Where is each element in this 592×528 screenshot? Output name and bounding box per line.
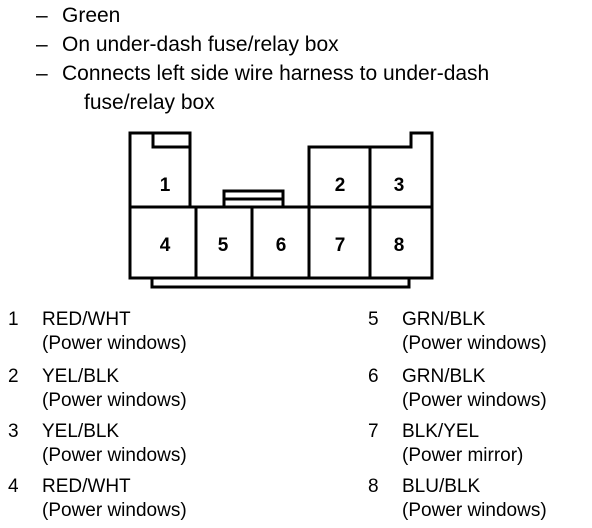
pin-description: (Power windows) (42, 390, 187, 411)
pin-wire-color: YEL/BLK (42, 421, 120, 442)
cavity-number-8: 8 (394, 235, 405, 256)
pin-wire-color: BLU/BLK (402, 476, 481, 497)
cavity-number-7: 7 (335, 235, 346, 256)
cavity-number-2: 2 (335, 175, 346, 196)
pin-number: 3 (8, 421, 19, 442)
cavity-number-4: 4 (160, 235, 171, 256)
pin-number: 5 (368, 309, 379, 330)
pin-wire-color: BLK/YEL (402, 421, 480, 442)
header-dash: – (36, 33, 48, 56)
pin-number: 6 (368, 366, 379, 387)
header-line-1: –Green (36, 4, 120, 28)
pin-description: (Power windows) (402, 333, 547, 354)
pin-number: 2 (8, 366, 19, 387)
pin-number: 4 (8, 476, 19, 497)
cavity-number-1: 1 (160, 175, 171, 196)
header-line-3: –Connects left side wire harness to unde… (36, 62, 489, 86)
pin-description: (Power windows) (402, 390, 547, 411)
connector-housing-outline (128, 131, 434, 289)
header-text: Green (62, 4, 121, 27)
pin-wire-color: RED/WHT (42, 476, 131, 497)
header-line-2: –On under-dash fuse/relay box (36, 33, 339, 57)
pin-wire-color: RED/WHT (42, 309, 131, 330)
header-dash: – (36, 4, 48, 27)
header-text: Connects left side wire harness to under… (62, 62, 490, 85)
pin-description: (Power windows) (42, 445, 187, 466)
pin-wire-color: GRN/BLK (402, 366, 486, 387)
pin-description: (Power windows) (42, 500, 187, 521)
cavity-1-outline (151, 133, 190, 149)
pin-number: 1 (8, 309, 19, 330)
cavity-number-6: 6 (276, 235, 287, 256)
pin-number: 8 (368, 476, 379, 497)
header-dash: – (36, 62, 48, 85)
header-text: On under-dash fuse/relay box (62, 33, 339, 56)
header-continuation: fuse/relay box (84, 91, 215, 114)
pin-wire-color: GRN/BLK (402, 309, 486, 330)
pin-number: 7 (368, 421, 379, 442)
pin-wire-color: YEL/BLK (42, 366, 120, 387)
pin-description: (Power mirror) (402, 445, 524, 466)
cavity-number-3: 3 (394, 175, 405, 196)
pin-description: (Power windows) (42, 333, 187, 354)
cavity-number-5: 5 (218, 235, 229, 256)
pin-description: (Power windows) (402, 500, 547, 521)
